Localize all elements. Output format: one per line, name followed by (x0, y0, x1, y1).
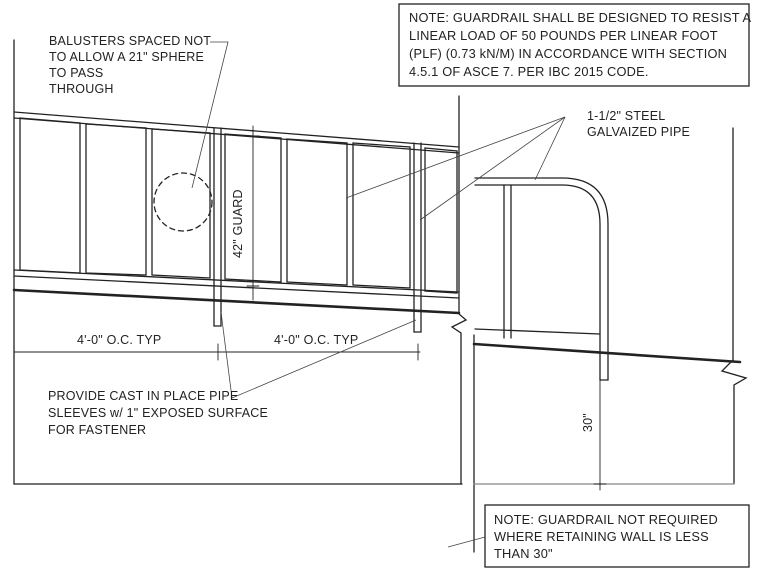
leader-pipe-2 (419, 116, 566, 221)
top-rail-inner (13, 117, 460, 154)
pipe-bend-inner (561, 184, 601, 381)
sleeve-label: PROVIDE CAST IN PLACE PIPE SLEEVES w/ 1"… (48, 389, 268, 437)
height-30-label: 30" (581, 413, 595, 432)
pipe-bend-outer (561, 177, 609, 381)
note-box-bottom (484, 504, 750, 568)
note-top-line: (PLF) (0.73 kN/M) IN ACCORDANCE WITH SEC… (409, 46, 727, 61)
sleeve-label-line: FOR FASTENER (48, 423, 146, 437)
sphere-21in-dashed (153, 172, 213, 232)
dimension-label-left: 4'-0" O.C. TYP (77, 333, 161, 347)
sleeve-label-line: PROVIDE CAST IN PLACE PIPE (48, 389, 238, 403)
leader-pipe-1 (345, 116, 566, 199)
dimension-label-right: 4'-0" O.C. TYP (274, 333, 358, 347)
baluster-panel (85, 123, 147, 276)
baluster-label-line: TO PASS (49, 66, 103, 80)
note-top-line: NOTE: GUARDRAIL SHALL BE DESIGNED TO RES… (409, 10, 752, 25)
slab-edge-left (12, 288, 461, 315)
leader-pipe-3 (534, 116, 566, 181)
note-bottom-line: NOTE: GUARDRAIL NOT REQUIRED (494, 512, 718, 527)
leader-sleeve-2 (231, 319, 417, 399)
baluster-label-line: TO ALLOW A 21" SPHERE (49, 50, 204, 64)
note-bottom-line: WHERE RETAINING WALL IS LESS (494, 529, 709, 544)
leader-note-bottom (447, 536, 486, 548)
pipe-bottom-rail (474, 328, 601, 335)
note-top-line: 4.5.1 OF ASCE 7. PER IBC 2015 CODE. (409, 64, 649, 79)
guard-height-label: 42" GUARD (231, 189, 245, 258)
leader-sleeve-1 (220, 311, 233, 399)
pipe-label-line: 1-1/2" STEEL (587, 109, 665, 123)
baluster-panel (224, 133, 282, 283)
sleeve-label-line: SLEEVES w/ 1" EXPOSED SURFACE (48, 406, 268, 420)
note-top: NOTE: GUARDRAIL SHALL BE DESIGNED TO RES… (409, 10, 752, 79)
baluster-panel (352, 142, 411, 289)
slab-edge-right (472, 342, 742, 364)
baluster-panel (424, 147, 458, 294)
top-rail-outer (13, 111, 460, 148)
right-wall-break-line (720, 127, 748, 485)
baluster-panel (151, 128, 211, 279)
baluster-panel (19, 117, 81, 274)
note-bottom-line: THAN 30" (494, 546, 553, 561)
pipe-label-line: GALVAIZED PIPE (587, 125, 690, 139)
baluster-label: BALUSTERS SPACED NOT TO ALLOW A 21" SPHE… (49, 34, 211, 96)
pipe-label: 1-1/2" STEEL GALVAIZED PIPE (587, 109, 690, 139)
note-box-top (398, 3, 750, 87)
note-top-line: LINEAR LOAD OF 50 POUNDS PER LINEAR FOOT (409, 28, 718, 43)
bottom-rail-upper (13, 269, 460, 293)
baluster-label-line: BALUSTERS SPACED NOT (49, 34, 211, 48)
baluster-panel (286, 138, 348, 286)
bottom-rail-lower (13, 275, 460, 299)
baluster-label-line: THROUGH (49, 82, 114, 96)
break-line-center (450, 95, 468, 485)
leader-balusters (191, 41, 229, 189)
note-bottom: NOTE: GUARDRAIL NOT REQUIRED WHERE RETAI… (494, 512, 718, 561)
